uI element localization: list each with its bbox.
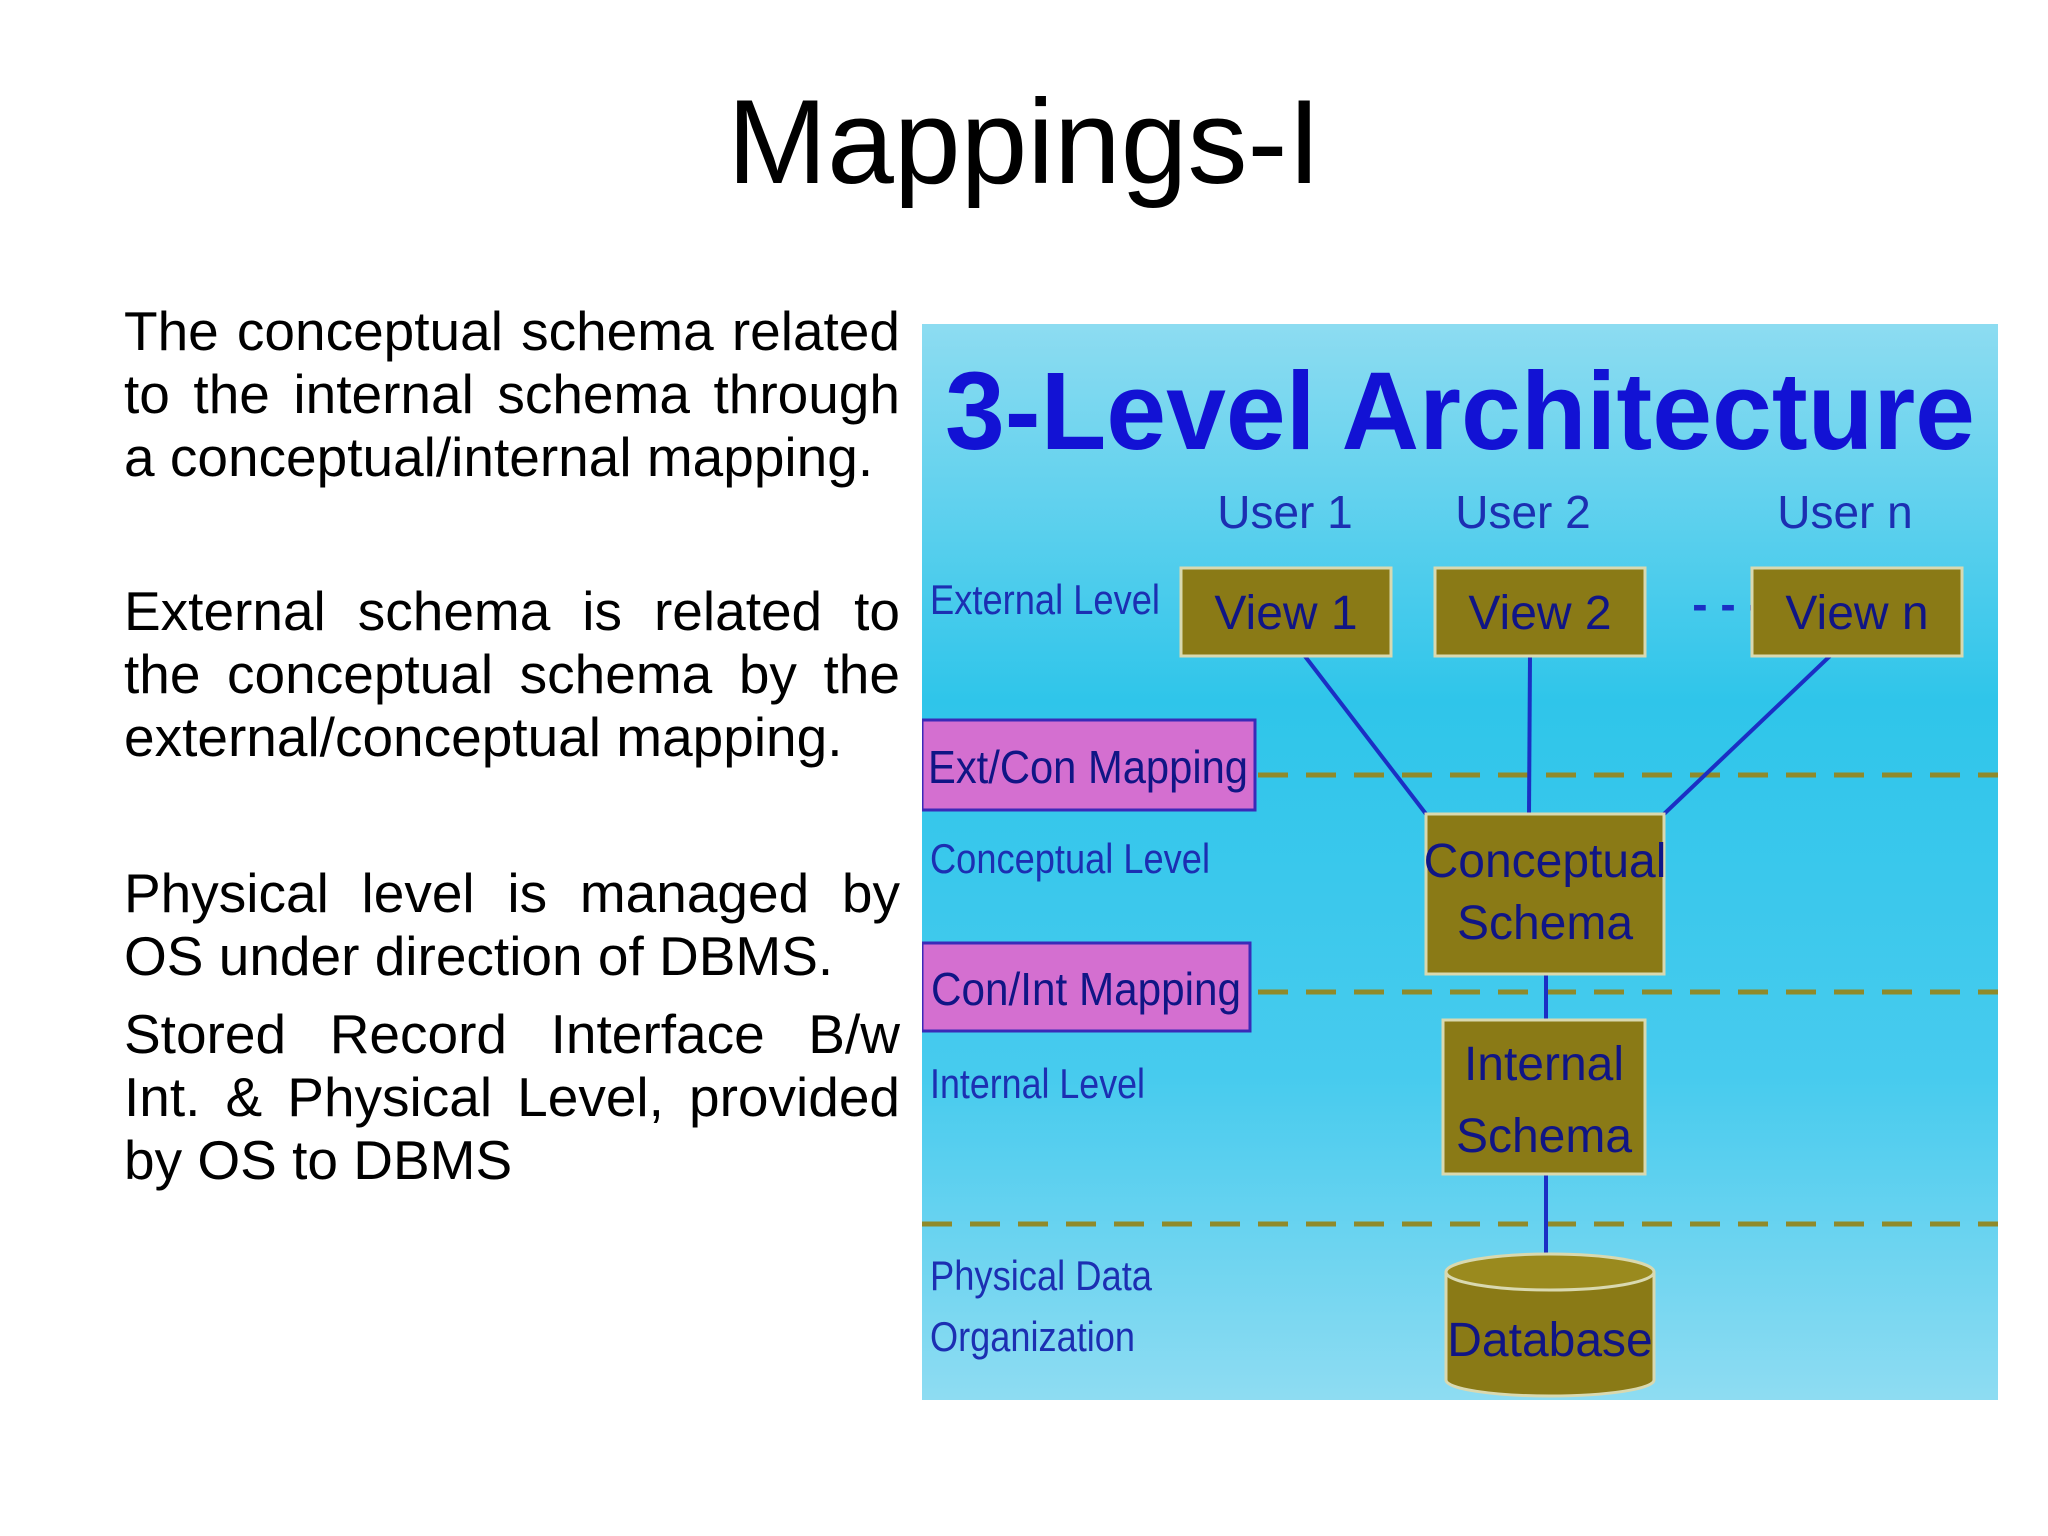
view-n-label: View n: [1785, 587, 1928, 640]
connector-view2-conceptual: [1527, 654, 1532, 815]
physical-data-label-line2: Organization: [930, 1313, 1135, 1360]
internal-schema-box: Internal Schema: [1441, 1018, 1647, 1176]
physical-data-label-line1: Physical Data: [930, 1252, 1153, 1299]
connector-viewn-conceptual: [1662, 653, 1833, 816]
internal-level-label: Internal Level: [930, 1060, 1145, 1107]
conceptual-schema-label-line1: Conceptual: [1424, 835, 1667, 888]
view-1-box: View 1: [1179, 566, 1393, 658]
paragraph-conceptual-internal: The conceptual schema related to the int…: [124, 300, 900, 488]
user-n-label: User n: [1777, 486, 1912, 538]
architecture-diagram: 3-Level Architecture User 1 User 2 User …: [922, 324, 1998, 1400]
external-level-label: External Level: [930, 576, 1160, 623]
paragraph-external-conceptual: External schema is related to the concep…: [124, 580, 900, 768]
conceptual-schema-box: Conceptual Schema: [1424, 812, 1667, 976]
diagram-heading: 3-Level Architecture: [945, 350, 1975, 473]
architecture-figure: 3-Level Architecture User 1 User 2 User …: [922, 324, 1998, 1400]
paragraph-physical-level: Physical level is managed by OS under di…: [124, 862, 900, 987]
internal-schema-label-line1: Internal: [1464, 1038, 1624, 1091]
view-n-box: View n: [1750, 566, 1964, 658]
conceptual-level-label: Conceptual Level: [930, 835, 1210, 882]
con-int-mapping-label: Con/Int Mapping: [931, 963, 1241, 1015]
view-2-box: View 2: [1433, 566, 1647, 658]
database-label: Database: [1447, 1314, 1652, 1367]
user-1-label: User 1: [1217, 486, 1352, 538]
connector-view1-conceptual: [1302, 653, 1428, 816]
slide-title: Mappings-I: [727, 75, 1321, 209]
conceptual-schema-label-line2: Schema: [1457, 897, 1633, 950]
ext-con-mapping-box: Ext/Con Mapping: [922, 718, 1257, 812]
con-int-mapping-box: Con/Int Mapping: [922, 941, 1252, 1033]
paragraph-stored-record-interface: Stored Record Interface B/w Int. & Physi…: [124, 1003, 900, 1191]
slide-body-text: The conceptual schema related to the int…: [124, 300, 900, 1192]
user-2-label: User 2: [1455, 486, 1590, 538]
database-cylinder-icon: Database: [1444, 1252, 1656, 1398]
view-1-label: View 1: [1214, 587, 1357, 640]
view-2-label: View 2: [1468, 587, 1611, 640]
internal-schema-label-line2: Schema: [1456, 1110, 1632, 1163]
ext-con-mapping-label: Ext/Con Mapping: [928, 741, 1248, 793]
